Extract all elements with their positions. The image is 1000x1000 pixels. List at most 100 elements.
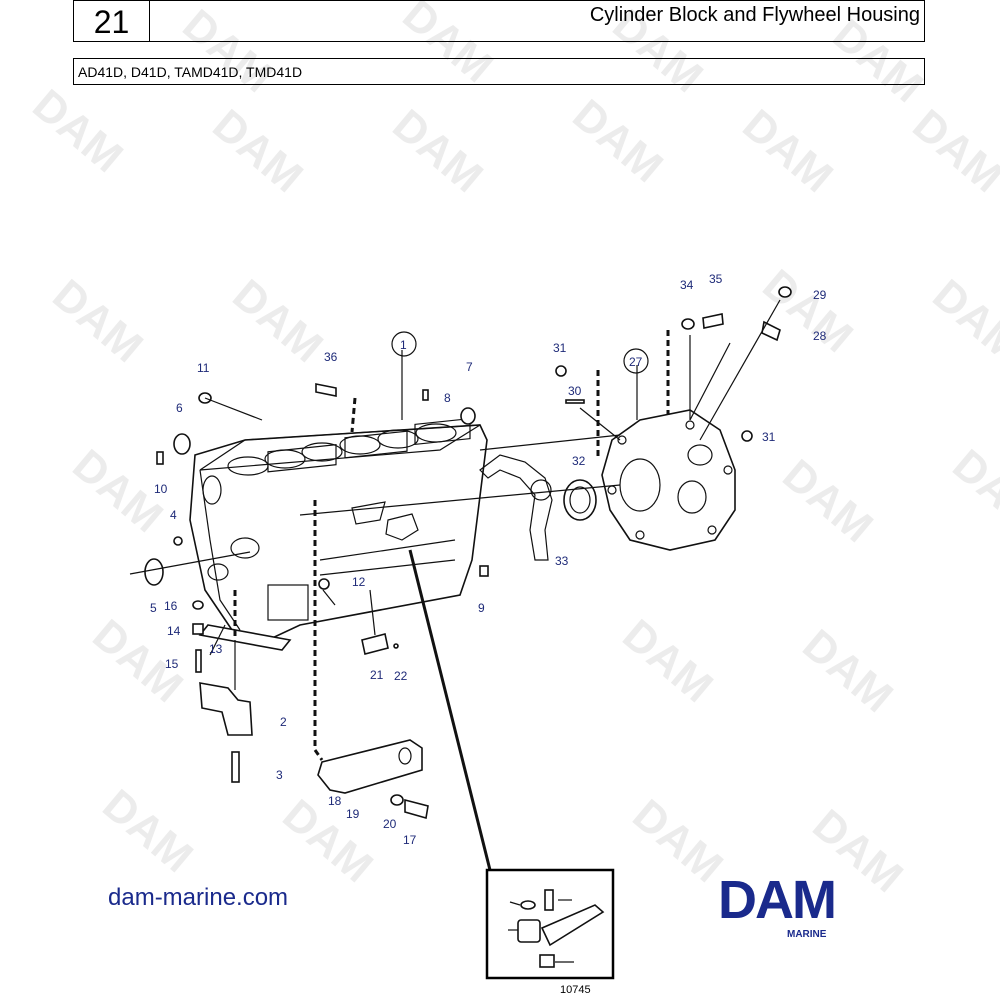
part-label: 28 (813, 329, 827, 343)
bolt-15 (195, 649, 202, 673)
part-label: 34 (680, 278, 694, 292)
part-label: 15 (165, 657, 179, 671)
plug-9 (479, 565, 489, 577)
cylinder-block-drawing (189, 417, 488, 641)
watermark: DAM (754, 260, 862, 362)
part-label: 33 (555, 554, 569, 568)
brand-subtitle: MARINE (787, 929, 827, 940)
brand-logo: DAM (718, 870, 837, 930)
crankshaft-seal-drawing (563, 479, 597, 521)
stud-10 (156, 451, 164, 465)
watermark: DAM (204, 100, 312, 202)
part-label: 20 (383, 817, 397, 831)
part-label: 16 (164, 599, 178, 613)
page-title: Cylinder Block and Flywheel Housing (589, 4, 920, 26)
sleeve-14 (192, 623, 204, 635)
part-label: 3 (276, 768, 283, 782)
inset-detail-box (485, 868, 615, 980)
assembly-lines (129, 299, 781, 871)
pin-8 (422, 389, 429, 401)
part-label: 27 (629, 355, 643, 369)
watermark: DAM (224, 270, 332, 372)
engine-models: AD41D, D41D, TAMD41D, TMD41D (78, 64, 303, 80)
body-23 (517, 919, 541, 943)
part-label: 7 (466, 360, 473, 374)
part-label: 36 (324, 350, 338, 364)
watermark: DAM (94, 780, 202, 882)
pin-30 (565, 399, 585, 404)
watermark: DAM (384, 100, 492, 202)
models-bar: AD41D, D41D, TAMD41D, TMD41D (73, 58, 925, 85)
part-label: 31 (762, 430, 776, 444)
screw-25 (544, 889, 554, 911)
seal-5 (144, 558, 164, 586)
watermark: DAM (624, 790, 732, 892)
part-label: 14 (167, 624, 181, 638)
nut-26 (539, 954, 555, 968)
plug-7 (460, 407, 476, 425)
watermark: DAM (904, 100, 1000, 202)
website-link[interactable]: dam-marine.com (108, 884, 289, 911)
plug-12 (318, 578, 330, 590)
sensor-36 (315, 383, 337, 397)
part-label: 9 (478, 601, 485, 615)
watermark: DAM (24, 80, 132, 182)
washer-24 (520, 900, 536, 910)
washer-34 (681, 318, 695, 330)
part-label: 32 (572, 454, 586, 468)
part-label: 6 (176, 401, 183, 415)
part-label: 29 (813, 288, 827, 302)
flywheel-housing-drawing (601, 409, 736, 551)
part-label: 10 (154, 482, 168, 496)
part-label: 22 (394, 669, 408, 683)
cover-28 (761, 320, 781, 342)
part-label: 2 (280, 715, 287, 729)
part-label: 31 (553, 341, 567, 355)
arm (540, 904, 605, 947)
cover-18-19 (317, 739, 423, 794)
watermark: DAM (774, 450, 882, 552)
watermark: DAM (564, 90, 672, 192)
part-label: 30 (568, 384, 582, 398)
part-label: 4 (170, 508, 177, 522)
bearing-cap-2 (199, 682, 253, 736)
part-label: 17 (403, 833, 417, 847)
part-label: 21 (370, 668, 384, 682)
part-label: 1 (400, 338, 407, 352)
part-label: 11 (197, 361, 210, 375)
part-label: 13 (209, 642, 223, 656)
washer-16 (192, 600, 204, 610)
part-labels: 1 2 3 4 5 6 7 8 9 10 11 12 13 14 15 16 1… (150, 272, 827, 969)
plug-17 (404, 798, 429, 820)
timing-gear-gasket-drawing (479, 454, 553, 561)
small-parts-drawing (144, 286, 792, 820)
page-number: 21 (74, 1, 150, 41)
plate-21 (361, 633, 389, 655)
washer-20 (390, 794, 404, 806)
plug-4 (173, 536, 183, 546)
inset-reference-number: 10745 (560, 984, 591, 996)
bolt-35 (702, 313, 724, 329)
part-label: 8 (444, 391, 451, 405)
bolt-31a (555, 365, 567, 377)
part-label: 19 (346, 807, 360, 821)
bolt-31b (741, 430, 753, 442)
part-label: 18 (328, 794, 342, 808)
watermark: DAM (734, 100, 842, 202)
rivet-22 (393, 643, 399, 649)
callout-circle-1 (391, 331, 417, 357)
watermark: DAM (924, 270, 1000, 372)
part-label: 35 (709, 272, 723, 286)
callout-circle-27 (623, 348, 649, 374)
watermark: DAM (944, 440, 1000, 542)
screw-29 (778, 286, 792, 298)
watermark-layer: DAM DAM DAM DAM DAM DAM DAM DAM DAM DAM … (24, 0, 1000, 902)
watermark: DAM (44, 270, 152, 372)
watermark: DAM (614, 610, 722, 712)
part-label: 12 (352, 575, 366, 589)
page-header: 21 Cylinder Block and Flywheel Housing (73, 0, 925, 42)
plug-6 (173, 433, 191, 455)
watermark: DAM (794, 620, 902, 722)
part-label: 5 (150, 601, 157, 615)
